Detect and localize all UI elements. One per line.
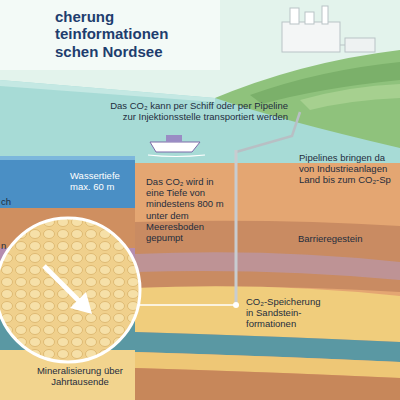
detail-caption: Mineralisierung über Jahrtausende [30, 365, 130, 387]
callout-text: Das CO₂ kann per Schiff oder per Pipelin… [108, 100, 288, 122]
layer-label: CO₂-Speicherung in Sandstein- formatione… [246, 296, 324, 330]
depth-label: Wassertiefe max. 60 m [70, 170, 132, 192]
cropped-label: ch [1, 196, 21, 207]
callout-text: Pipelines bringen da von Industrieanlage… [299, 152, 399, 186]
cropped-label: n [1, 240, 13, 251]
title: cherung teinformationen schen Nordsee [55, 8, 195, 60]
callout-text: Das CO₂ wird in eine Tiefe von mindesten… [146, 176, 226, 243]
layer-label: Barrieregestein [298, 233, 388, 244]
